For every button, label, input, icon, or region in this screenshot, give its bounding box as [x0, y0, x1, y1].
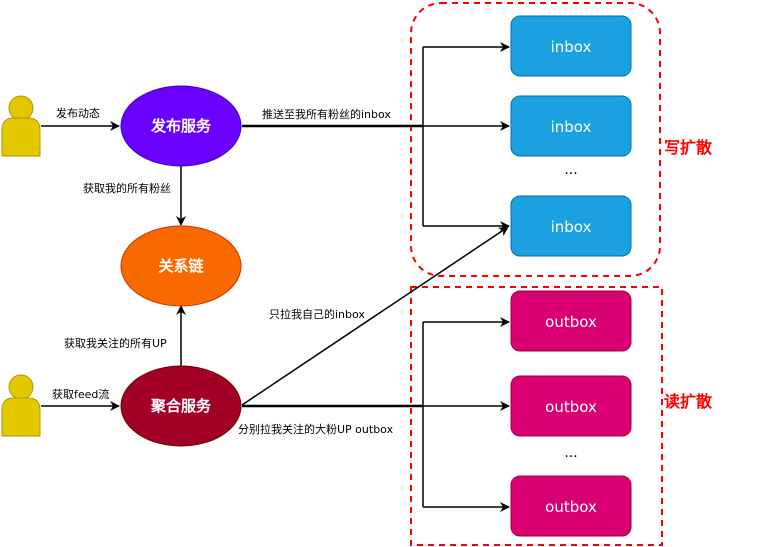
- reader-user-icon: [1, 374, 41, 437]
- outbox-box[interactable]: outbox: [510, 290, 632, 352]
- inbox-box[interactable]: inbox: [510, 195, 632, 257]
- edge-pull-own-inbox: [241, 226, 509, 406]
- outbox-box[interactable]: outbox: [510, 475, 632, 537]
- aggregate-service-label: 聚合服务: [150, 397, 212, 415]
- outbox-label: outbox: [545, 313, 597, 331]
- edge-label-get-feed: 获取feed流: [52, 387, 109, 401]
- inbox-ellipsis: ...: [564, 162, 577, 178]
- write-fanout-group: [410, 2, 661, 277]
- outbox-label: outbox: [545, 498, 597, 516]
- write-fanout-label: 写扩散: [664, 138, 713, 157]
- publish-service-node[interactable]: 发布服务: [120, 85, 242, 167]
- edge-label-publish-post: 发布动态: [56, 106, 100, 120]
- publish-service-label: 发布服务: [150, 117, 212, 135]
- inbox-label: inbox: [551, 38, 592, 56]
- outbox-box[interactable]: outbox: [510, 375, 632, 437]
- publisher-user-icon: [1, 95, 41, 157]
- read-fanout-group: [410, 286, 663, 546]
- edge-label-get-all-fans: 获取我的所有粉丝: [83, 181, 171, 195]
- inbox-box[interactable]: inbox: [510, 95, 632, 157]
- relation-chain-label: 关系链: [158, 257, 204, 275]
- outbox-ellipsis: ...: [564, 445, 577, 461]
- edge-label-pull-big-up-outbox: 分别拉我关注的大粉UP outbox: [238, 422, 394, 436]
- edge-label-get-followed-ups: 获取我关注的所有UP: [64, 336, 167, 350]
- relation-chain-node[interactable]: 关系链: [120, 225, 242, 307]
- inbox-label: inbox: [551, 218, 592, 236]
- outbox-label: outbox: [545, 398, 597, 416]
- edge-label-push-to-fans-inbox: 推送至我所有粉丝的inbox: [262, 107, 391, 121]
- inbox-box[interactable]: inbox: [510, 15, 632, 77]
- inbox-label: inbox: [551, 118, 592, 136]
- aggregate-service-node[interactable]: 聚合服务: [120, 365, 242, 447]
- edge-label-pull-own-inbox: 只拉我自己的inbox: [269, 307, 365, 321]
- read-fanout-label: 读扩散: [664, 392, 713, 411]
